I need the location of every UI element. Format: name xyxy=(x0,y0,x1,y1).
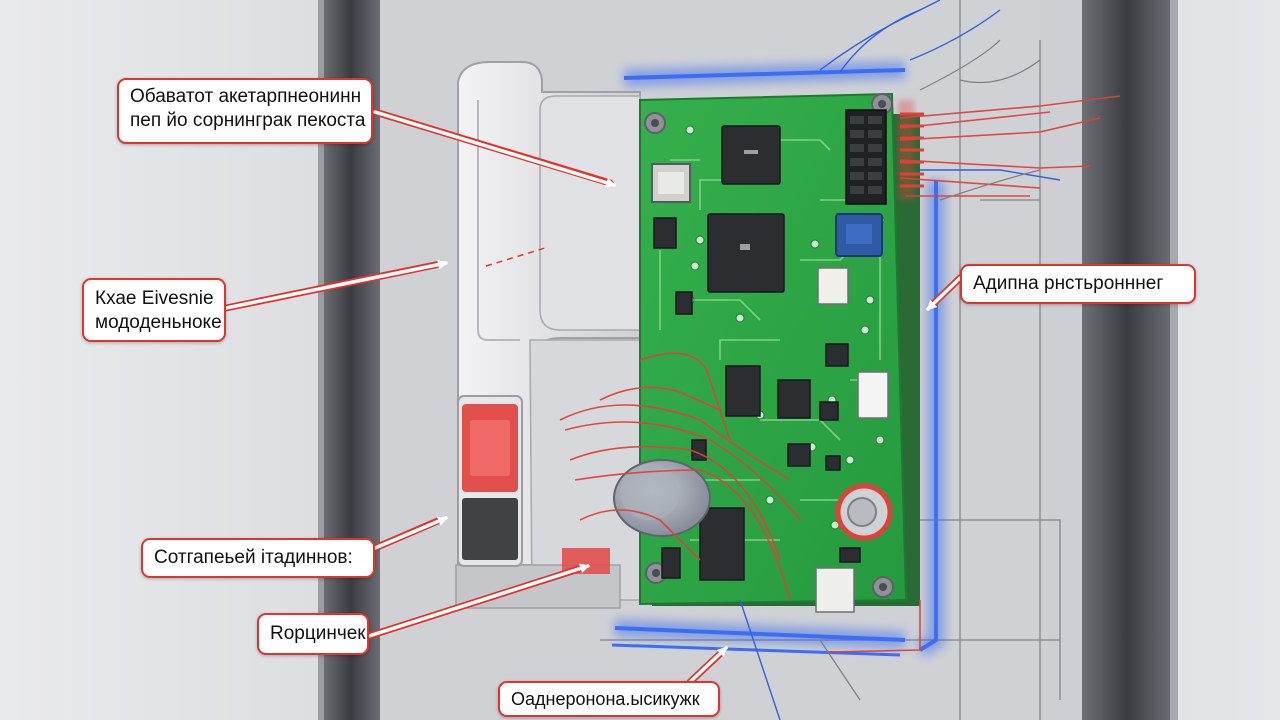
callout-left: Кхае Eivesnie мододеньноке xyxy=(82,278,226,342)
arrow-right xyxy=(926,276,962,311)
arrow-left xyxy=(224,259,448,310)
callout-left-line-2: мододеньноке xyxy=(95,312,222,333)
red-wires xyxy=(559,95,1121,653)
red-switch xyxy=(457,395,523,567)
red-glow xyxy=(898,100,924,200)
capacitor xyxy=(613,459,711,537)
arrow-mid xyxy=(373,516,448,550)
callout-top-line-1: Обаватот акетарпнеонинн xyxy=(130,86,362,107)
blue-glow xyxy=(611,61,945,658)
callout-top-line-2: пеп йо сорнинграк пекоста xyxy=(130,110,366,131)
callout-arrows xyxy=(222,108,964,686)
callout-low: Rорцинчек xyxy=(257,613,369,655)
callout-top: Обаватот акетарпнеонинн пеп йо сорнингра… xyxy=(117,78,373,144)
arrow-top xyxy=(373,110,616,188)
arrow-bottom xyxy=(688,646,728,684)
callout-left-line-1: Кхае Eivesnie xyxy=(95,288,214,309)
callout-mid: Сотгапеьей ітадиннов: xyxy=(141,538,375,578)
pcb-board xyxy=(639,92,920,613)
arrow-low xyxy=(367,563,590,638)
right-rail xyxy=(1082,0,1172,720)
gray-wires xyxy=(819,39,1041,701)
callout-right: Адипна рнстьронннег xyxy=(960,264,1196,304)
callout-bottom: Оаднеронона.ысикужк xyxy=(498,681,720,717)
blue-wires xyxy=(739,0,1061,720)
